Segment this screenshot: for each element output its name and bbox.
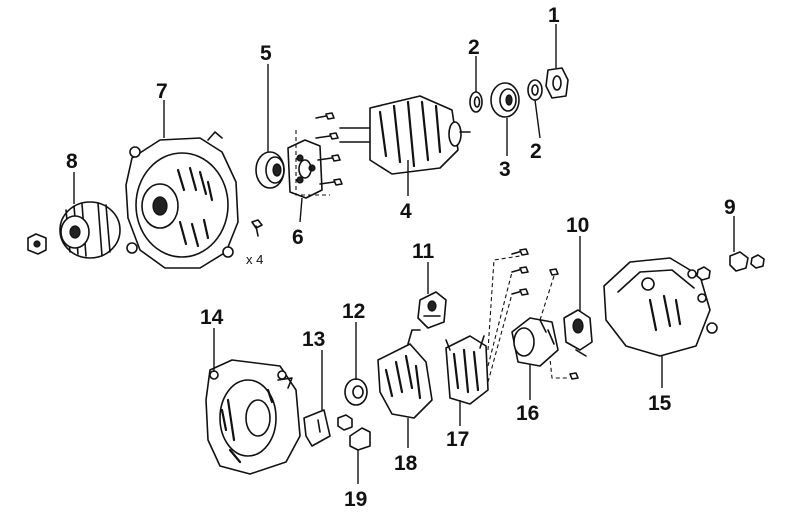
callout-11: 11 — [412, 240, 435, 263]
part-15-rear-cover — [603, 257, 718, 357]
part-12-insulator-collar — [344, 378, 368, 406]
callout-numbers: 1 2 2 3 4 5 6 7 8 9 10 11 12 13 14 15 16… — [66, 4, 736, 511]
callout-15: 15 — [648, 392, 672, 415]
part-screws-brush-holder — [511, 248, 579, 380]
part-1-cover-plate — [545, 67, 569, 99]
callout-10: 10 — [566, 214, 589, 237]
part-13-terminal-clip — [303, 409, 353, 447]
callout-16: 16 — [516, 402, 539, 425]
part-6-bearing-retainer — [287, 112, 343, 199]
callout-8: 8 — [66, 150, 78, 173]
callout-2-left: 2 — [468, 36, 480, 59]
part-3-bearing — [490, 82, 520, 118]
part-11-terminal-plug — [417, 291, 447, 329]
callout-12: 12 — [342, 300, 365, 323]
part-14-rear-frame — [205, 359, 301, 475]
part-9-terminal-nut — [696, 251, 765, 281]
callout-5: 5 — [260, 42, 272, 65]
part-17-brush-holder — [445, 255, 521, 405]
leader-lines — [73, 24, 735, 484]
callout-3: 3 — [499, 158, 511, 181]
part-16-regulator — [511, 317, 559, 367]
callout-19: 19 — [344, 488, 367, 511]
part-5-bearing — [255, 151, 285, 189]
callout-14: 14 — [200, 306, 224, 329]
part-18-rectifier — [377, 329, 433, 419]
callout-6: 6 — [292, 226, 304, 249]
callout-7: 7 — [156, 80, 168, 103]
callout-2-right: 2 — [530, 140, 542, 163]
part-10-brush-cover — [563, 309, 593, 357]
part-screw-x4: x 4 — [246, 219, 263, 267]
part-2-washer-right — [527, 79, 543, 101]
callout-1: 1 — [548, 4, 560, 27]
part-2-washer-left — [469, 91, 483, 113]
callout-13: 13 — [302, 328, 325, 351]
part-19-insulator — [349, 427, 371, 451]
part-4-rotor — [339, 95, 471, 175]
callout-17: 17 — [446, 428, 469, 451]
part-7-drive-end-frame — [125, 131, 239, 269]
callout-18: 18 — [394, 452, 418, 475]
quantity-note: x 4 — [246, 252, 263, 267]
part-8-pulley-and-nut — [27, 201, 121, 259]
callout-9: 9 — [724, 196, 736, 219]
callout-4: 4 — [400, 200, 412, 223]
